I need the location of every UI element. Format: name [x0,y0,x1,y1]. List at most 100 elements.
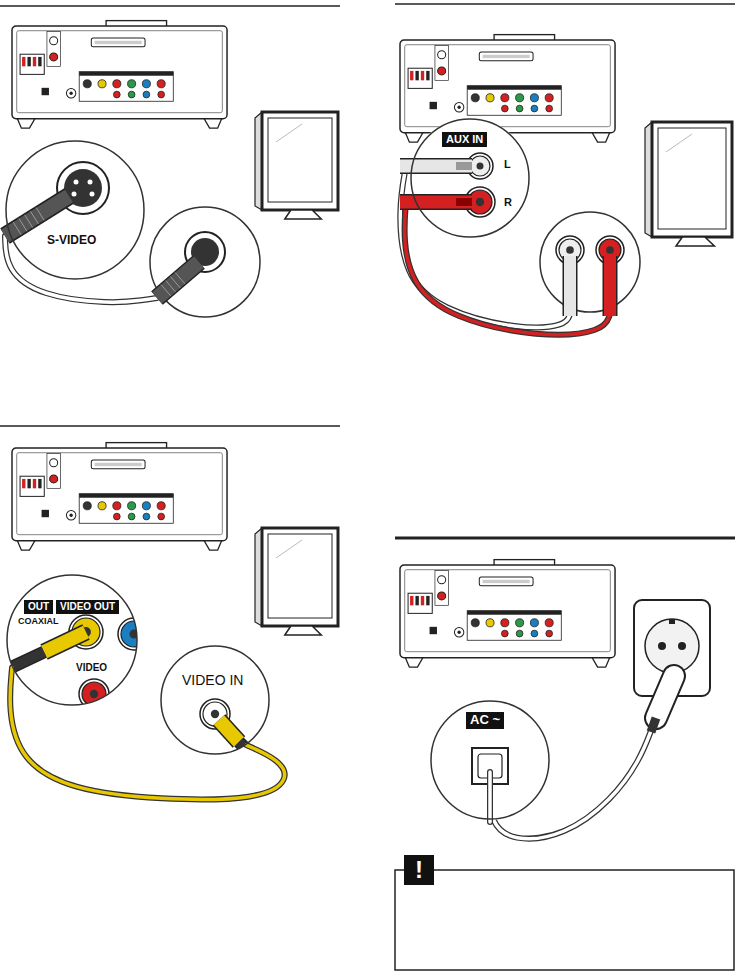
section-rule [395,3,735,5]
foot [204,119,221,128]
s-video-pin [88,180,93,185]
rear-jack [545,94,553,102]
jack-panel-band [79,72,173,76]
plug-rib [25,215,33,228]
port-label: S-VIDEO [47,234,96,248]
speaker-terminal [408,68,432,88]
cable-core [488,772,492,822]
foot [17,119,34,128]
aux-frame [47,31,60,66]
callout-content [472,748,508,822]
rear-jack [128,91,135,98]
television [255,528,338,635]
callout [540,212,640,316]
callout-fill [150,207,260,317]
socket-earth [669,619,675,624]
plug-tip [456,198,472,206]
antenna [66,88,75,97]
aux-jack [438,67,446,75]
plug-outline [400,194,472,210]
device-rear-panel [400,560,615,668]
rear-jack [143,91,150,98]
housing-inner [405,45,611,127]
rear-jack [157,502,165,510]
antenna [66,510,75,519]
rear-jack [530,619,538,627]
rear-jack [113,91,120,98]
callout [6,574,138,706]
port-label: VIDEO IN [182,672,243,688]
callout-ring [161,646,269,754]
warning-box [395,870,734,970]
housing [12,448,227,541]
rear-jack [530,94,538,102]
tv-stand [676,237,714,246]
s-video-pin [74,180,79,185]
rear-jack [546,630,553,637]
port-label: L [504,158,511,171]
jack-panel-band [79,494,173,498]
aux-jack [50,37,58,45]
speaker-clip [410,596,413,605]
callout-circle: VIDEO IN [160,645,270,755]
housing-inner [17,31,223,113]
rear-jack [516,94,524,102]
section-rule [0,425,340,427]
jack-panel-band [467,611,561,615]
plug-body [5,196,69,236]
aux-jack [50,459,58,467]
rear-jack [128,80,136,88]
aux-jack [50,475,58,483]
plug-rib [13,222,21,235]
speaker-clip [27,57,30,66]
plug-outline [563,256,578,316]
callout-content [5,162,109,236]
housing-inner [405,570,611,652]
rear-jack [501,94,509,102]
rear-jack [158,513,165,520]
socket-hole [658,642,666,650]
rear-jack [531,630,538,637]
plug-rib [170,277,180,288]
video-cable [10,668,285,800]
tv-screen [268,534,332,618]
plug-body [44,632,86,652]
plug-rib [175,273,185,284]
cable-outline [10,668,285,800]
plug-outline [219,720,239,742]
tv-bezel [652,122,732,237]
power-plug-body [656,676,674,718]
rear-jack [545,619,553,627]
tv-stand [285,210,321,219]
speaker-clip [33,57,36,66]
jack-pin [566,246,574,254]
speaker-clip [426,71,429,80]
ac-socket [42,88,49,95]
callout-ring [431,701,549,819]
callout-outline [160,645,270,755]
tv-screen [658,128,726,229]
jack-panel [79,72,173,102]
ac-socket [430,102,437,109]
cable-core [10,668,285,800]
foot [405,133,422,142]
warning-icon [404,855,434,885]
scart-pins [483,55,530,58]
plug-body [400,196,472,209]
aux-frame [435,570,448,605]
jack-pin [477,163,484,170]
plug-body [564,256,576,316]
speaker-terminal [20,476,44,496]
jack-panel [467,86,561,116]
tv-glare [276,540,302,558]
rear-jack [516,105,523,112]
tv-glare [276,124,302,142]
plug-tip [456,162,472,170]
plug-rib [30,211,38,224]
rear-jack [471,619,479,627]
callout [400,118,530,238]
housing [12,26,227,119]
plug-body [604,256,616,316]
television [645,122,732,246]
